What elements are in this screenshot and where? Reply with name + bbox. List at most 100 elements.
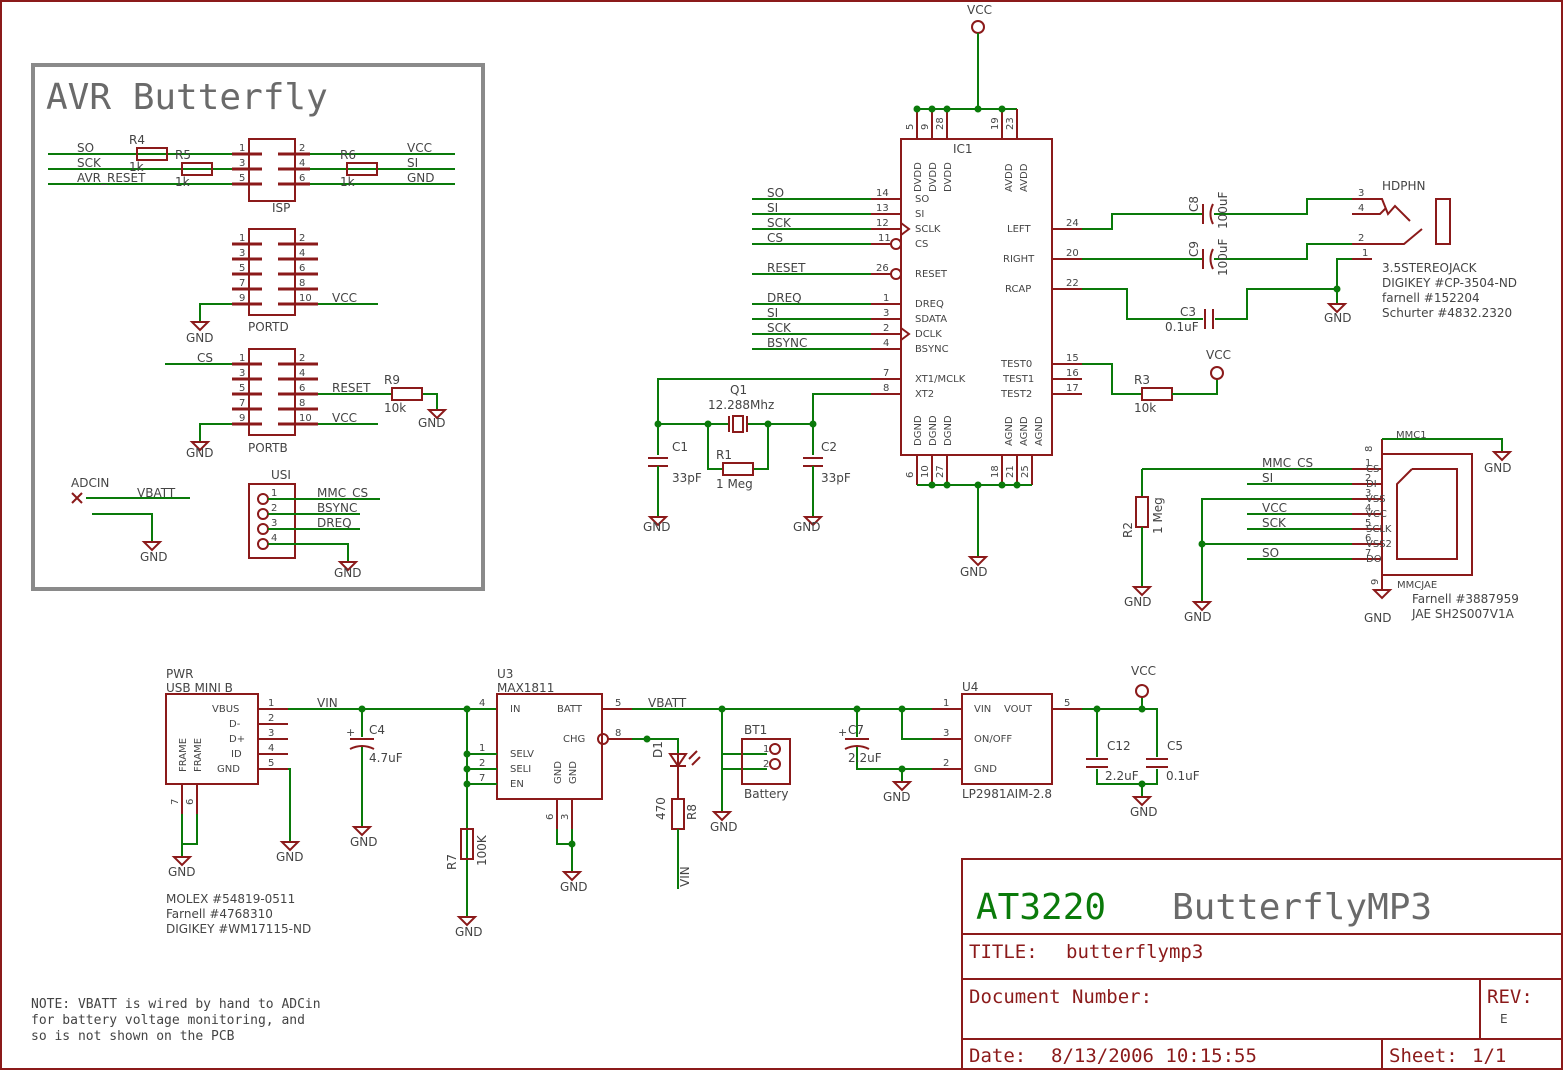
schematic-label: VCC	[1366, 509, 1387, 520]
schematic-label: XT1/MCLK	[915, 374, 966, 385]
note-text: NOTE: VBATT is wired by hand to ADCin fo…	[31, 997, 321, 1044]
schematic-label: 1	[268, 698, 274, 709]
schematic-label: 1	[1362, 248, 1368, 259]
c7-value: 2.2uF	[848, 751, 882, 765]
schematic-label: 19	[990, 117, 1001, 130]
schematic-label: GND	[140, 550, 168, 564]
schematic-label: 8	[299, 398, 305, 409]
schematic-label: 6	[299, 263, 305, 274]
schematic-label: GND	[168, 865, 196, 879]
ic1-vcc-label: VCC	[967, 3, 992, 17]
schematic-label: D1	[651, 741, 665, 758]
schematic-label: 5	[1064, 698, 1070, 709]
schematic-label: 6	[299, 383, 305, 394]
schematic-label: GND	[1324, 311, 1352, 325]
schematic-label: 6	[185, 799, 196, 805]
schematic-label: Battery	[744, 787, 788, 801]
schematic-label: 1 Meg	[1151, 497, 1165, 534]
schematic-label: 1	[239, 143, 245, 154]
isp-header: SO SCK AVR_RESET VCC SI GND R4 1k R5 1k …	[48, 133, 455, 215]
c1-value: 33pF	[672, 471, 702, 485]
u3-max1811	[496, 693, 603, 800]
schematic-label: 18	[990, 465, 1001, 478]
schematic-label: VIN	[678, 866, 692, 887]
schematic-label: 6	[905, 472, 916, 478]
schematic-label: 7	[239, 398, 245, 409]
isp-label: ISP	[272, 201, 290, 215]
schematic-label: 7	[479, 773, 485, 784]
schematic-label: 10k	[1134, 401, 1156, 415]
schematic-label: 2	[299, 233, 305, 244]
schematic-label: DI	[1366, 479, 1377, 490]
schematic-label: 3.5STEREOJACK	[1382, 261, 1478, 275]
schematic-label: RESET	[915, 269, 948, 280]
schematic-label: GND	[334, 566, 362, 580]
gnd-symbol	[189, 321, 211, 332]
schematic-label: 10k	[384, 401, 406, 415]
portb-net-reset: RESET	[332, 381, 371, 395]
schematic-label: Sheet:	[1389, 1045, 1458, 1067]
schematic-label: BSYNC	[915, 344, 949, 355]
schematic-label: 3	[560, 814, 571, 820]
schematic-label: C3	[1180, 305, 1196, 319]
schematic-label: TEST0	[1000, 359, 1032, 370]
usi-header: 1 2 3 4 MMC_CS BSYNC DREQ USI GND	[248, 468, 380, 580]
schematic-label: GND	[276, 850, 304, 864]
schematic-label: 23	[1005, 117, 1016, 130]
schematic-label: VOUT	[1004, 704, 1033, 715]
schematic-label: +	[346, 726, 355, 739]
schematic-label: Schurter #4832.2320	[1382, 306, 1512, 320]
schematic-label: 4	[1365, 503, 1371, 514]
schematic-label: DO	[1366, 554, 1382, 565]
c2-value: 33pF	[821, 471, 851, 485]
schematic-label: 7	[1365, 548, 1371, 559]
schematic-label: 8	[615, 728, 621, 739]
schematic-label: 3	[883, 308, 889, 319]
crystal-circuit: Q1 12.288Mhz R1 1 Meg C1 33pF GND C2 33p…	[643, 378, 871, 534]
schematic-label: GND	[1484, 461, 1512, 475]
schematic-label: DGND	[928, 415, 939, 446]
schematic-label: VCC	[1131, 664, 1156, 678]
q1-value: 12.288Mhz	[708, 398, 774, 412]
schematic-label: SI	[915, 209, 924, 220]
schematic-label: RCAP	[1005, 284, 1031, 295]
schematic-label: SO	[767, 186, 784, 200]
power-section: PWR USB MINI B 1 2 3 4 5 VBUS D- D+ ID G…	[165, 664, 1200, 939]
schematic-label: Document Number:	[969, 986, 1152, 1008]
r4-resistor	[136, 147, 168, 161]
schematic-label: farnell #152204	[1382, 291, 1480, 305]
schematic-label: GND	[217, 764, 240, 775]
schematic-label: 3	[239, 248, 245, 259]
schematic-label: 8	[883, 383, 889, 394]
isp-net-so: SO	[77, 141, 94, 155]
schematic-label: 5	[1365, 518, 1371, 529]
schematic-label: GND	[1184, 610, 1212, 624]
portd-net-vcc: VCC	[332, 291, 357, 305]
schematic-label: MAX1811	[497, 681, 554, 695]
schematic-label: C12	[1107, 739, 1131, 753]
isp-net-sck: SCK	[77, 156, 102, 170]
schematic-label: DCLK	[915, 329, 942, 340]
r8-resistor	[671, 798, 685, 830]
usi-net-dreq: DREQ	[317, 516, 352, 530]
schematic-label: JAE SH2S007V1A	[1411, 607, 1515, 621]
schematic-label: 9	[1370, 579, 1381, 585]
schematic-label: DGND	[943, 415, 954, 446]
schematic-label: 3	[239, 368, 245, 379]
schematic-label: 17	[1066, 383, 1079, 394]
schematic-label: 2	[479, 758, 485, 769]
adcin-vbatt: ADCIN VBATT GND	[71, 476, 190, 564]
schematic-label: 4	[271, 533, 277, 544]
avr-box-title: AVR Butterfly	[46, 77, 328, 118]
schematic-label: C8	[1187, 196, 1201, 212]
c1-label: C1	[672, 440, 688, 454]
isp-net-si: SI	[407, 156, 418, 170]
schematic-label: 25	[1020, 465, 1031, 478]
schematic-label: DVDD	[943, 162, 954, 192]
schematic-label: VSS	[1366, 494, 1386, 505]
schematic-label: 8	[1364, 446, 1375, 452]
vin-net-label: VIN	[317, 696, 338, 710]
schematic-label: SO	[1262, 546, 1279, 560]
title-part-number: AT3220	[976, 887, 1106, 928]
